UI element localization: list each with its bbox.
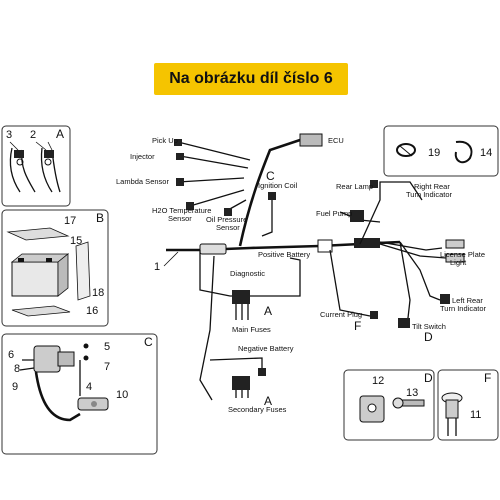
- part-number-11: 11: [470, 409, 481, 421]
- letter-b-box: B: [96, 211, 104, 225]
- inset-box-b: [1, 209, 109, 327]
- part-number-12: 12: [372, 375, 384, 387]
- letter-d-box: D: [424, 371, 433, 385]
- box-c-starter-relay: [19, 343, 109, 422]
- label-ecu: ECU: [328, 136, 344, 145]
- part-number-14: 14: [480, 147, 492, 159]
- clip-parts: [396, 140, 473, 164]
- label-diagnostic: Diagnostic: [230, 269, 265, 278]
- part-number-9: 9: [12, 381, 18, 393]
- part-number-3: 3: [6, 129, 12, 141]
- letter-a-box: A: [56, 127, 64, 141]
- letter-f-box: F: [484, 371, 491, 385]
- part-number-16: 16: [86, 305, 98, 317]
- inset-box-f: [437, 369, 499, 441]
- letter-c-ignition: C: [266, 169, 275, 183]
- label-oil-sensor: Sensor: [216, 223, 240, 232]
- label-current-plug: Current Plug: [320, 310, 362, 319]
- label-left-rear: Left Rear: [452, 296, 483, 305]
- label-right-rear: Right Rear: [414, 182, 450, 191]
- label-license-light: Light: [450, 258, 467, 267]
- box-d-parts: [359, 395, 425, 423]
- label-injector: Injector: [130, 152, 155, 161]
- box-a-connectors: [9, 141, 61, 193]
- label-left-rear-turn: Turn Indicator: [440, 304, 486, 313]
- label-ignition-coil: Ignition Coil: [258, 181, 298, 190]
- part-number-1: 1: [154, 261, 160, 273]
- part-number-2: 2: [30, 129, 36, 141]
- label-pick-up: Pick Up: [152, 136, 178, 145]
- label-negative-battery: Negative Battery: [238, 344, 294, 353]
- inset-box-top-right: [383, 125, 499, 177]
- part-number-5: 5: [104, 341, 110, 353]
- part-number-15: 15: [70, 235, 82, 247]
- inset-box-a: [1, 125, 71, 207]
- label-tilt-switch: Tilt Switch: [412, 322, 446, 331]
- label-lambda-sensor: Lambda Sensor: [116, 177, 169, 186]
- part-number-banner: Na obrázku díl číslo 6: [154, 63, 348, 95]
- part-number-17: 17: [64, 215, 76, 227]
- letter-a-secondary-fuses: A: [264, 394, 272, 408]
- part-number-4: 4: [86, 381, 92, 393]
- label-right-rear-turn: Turn Indicator: [406, 190, 452, 199]
- label-oil-pressure: Oil Pressure: [206, 215, 247, 224]
- part-number-8: 8: [14, 363, 20, 375]
- part-number-6: 6: [8, 349, 14, 361]
- label-positive-battery: Positive Battery: [258, 250, 310, 259]
- inset-box-d: [343, 369, 435, 441]
- part-number-10: 10: [116, 389, 128, 401]
- label-h2o-sensor: Sensor: [168, 214, 192, 223]
- box-b-battery: [6, 227, 91, 317]
- label-h2o-temperature: H2O Temperature: [152, 206, 211, 215]
- letter-f-current-plug: F: [354, 319, 361, 333]
- letter-c-box: C: [144, 335, 153, 349]
- label-main-fuses: Main Fuses: [232, 325, 271, 334]
- label-rear-lamp: Rear Lamp: [336, 182, 373, 191]
- inset-box-c: [1, 333, 158, 455]
- label-secondary-fuses: Secondary Fuses: [228, 405, 287, 414]
- main-harness: [166, 133, 465, 401]
- part-number-13: 13: [406, 387, 418, 399]
- part-number-18: 18: [92, 287, 104, 299]
- label-fuel-pump: Fuel Pump: [316, 209, 352, 218]
- box-f-switch: [441, 392, 463, 436]
- letter-d-tilt: D: [424, 330, 433, 344]
- letter-a-main-fuses: A: [264, 304, 272, 318]
- label-license-plate: License Plate: [440, 250, 485, 259]
- part-number-19: 19: [428, 147, 440, 159]
- part-number-7: 7: [104, 361, 110, 373]
